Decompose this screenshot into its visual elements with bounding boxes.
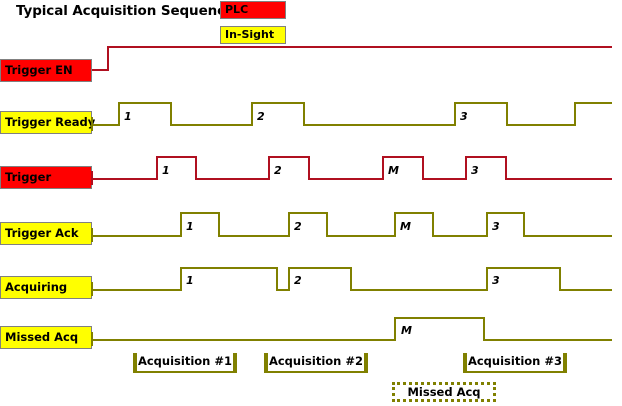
pulse-marker-trigger-ack-1: 1 <box>186 220 194 233</box>
pulse-marker-acquiring-1: 1 <box>186 274 194 287</box>
annotation-acquisition-2: Acquisition #2 <box>264 353 368 373</box>
pulse-marker-trigger-3: 3 <box>471 164 479 177</box>
pulse-marker-trigger-ack-2: 2 <box>294 220 302 233</box>
pulse-marker-trigger-ready-3: 3 <box>460 110 468 123</box>
trace-acquiring <box>92 267 612 291</box>
page-title: Typical Acquisition Sequence <box>16 3 235 19</box>
pulse-marker-missed-acq-m: M <box>401 324 412 337</box>
legend-chip-in-sight: In-Sight <box>220 26 286 44</box>
annotation-acquisition-3: Acquisition #3 <box>463 353 567 373</box>
annotation-label-acquisition-2: Acquisition #2 <box>268 354 364 368</box>
signal-label-trigger-ack: Trigger Ack <box>0 222 92 245</box>
trace-trigger <box>92 156 612 180</box>
trace-trigger-ready <box>92 102 612 126</box>
signal-label-trigger-ready: Trigger Ready <box>0 111 95 134</box>
annotation-acquisition-1: Acquisition #1 <box>133 353 237 373</box>
pulse-marker-acquiring-3: 3 <box>492 274 500 287</box>
annotation-label-missed-acq: Missed Acq <box>407 385 481 399</box>
pulse-marker-trigger-ready-1: 1 <box>124 110 132 123</box>
signal-label-acquiring: Acquiring <box>0 276 92 299</box>
legend-chip-plc: PLC <box>220 1 286 19</box>
pulse-marker-acquiring-2: 2 <box>294 274 302 287</box>
pulse-marker-trigger-ack-3: 3 <box>492 220 500 233</box>
pulse-marker-trigger-m: M <box>388 164 399 177</box>
waveform-traces <box>91 46 612 346</box>
signal-label-missed-acq: Missed Acq <box>0 326 92 349</box>
annotation-missed-acq: Missed Acq <box>392 382 496 402</box>
pulse-marker-trigger-ack-m: M <box>400 220 411 233</box>
trace-trigger-en <box>92 46 612 71</box>
pulse-marker-trigger-2: 2 <box>274 164 282 177</box>
trace-missed-acq <box>92 317 612 341</box>
annotation-label-acquisition-1: Acquisition #1 <box>137 354 233 368</box>
pulse-marker-trigger-ready-2: 2 <box>257 110 265 123</box>
legend-label-in-sight: In-Sight <box>225 28 275 41</box>
annotation-label-acquisition-3: Acquisition #3 <box>467 354 563 368</box>
signal-label-trigger: Trigger <box>0 166 92 189</box>
pulse-marker-trigger-1: 1 <box>162 164 170 177</box>
signal-label-trigger-en: Trigger EN <box>0 59 92 82</box>
legend-label-plc: PLC <box>225 3 249 16</box>
trace-trigger-ack <box>92 212 612 237</box>
